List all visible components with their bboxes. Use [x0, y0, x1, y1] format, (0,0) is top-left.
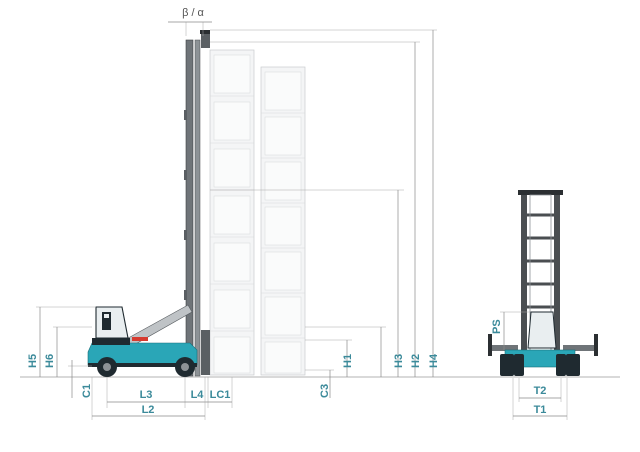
label-h6: H6: [44, 354, 56, 368]
label-lc1: LC1: [210, 389, 231, 401]
dimension-h6: H6: [44, 326, 92, 377]
label-l2: L2: [142, 404, 155, 416]
label-h5: H5: [27, 354, 39, 368]
dimension-l2: L2: [91, 377, 206, 420]
label-l3: L3: [140, 389, 153, 401]
dimension-c3: C3: [305, 369, 334, 398]
dimension-c1: C1: [68, 360, 93, 398]
dimension-h4: H4: [210, 29, 440, 377]
dimension-h1: H1: [305, 326, 386, 377]
container-stack-back: [260, 66, 306, 376]
dimension-l3: L3: [106, 377, 186, 408]
label-ps: PS: [491, 319, 503, 334]
label-l4: L4: [191, 389, 205, 401]
dimension-t1: T1: [512, 378, 568, 420]
front-mast-left-rail: [521, 193, 527, 355]
label-t2: T2: [534, 385, 547, 397]
front-mast-right-rail: [554, 193, 560, 355]
label-c3: C3: [319, 384, 331, 398]
label-h4: H4: [428, 353, 440, 368]
dimension-h2: H2: [210, 41, 422, 377]
dimension-beta-alpha: β / α: [168, 7, 212, 36]
cab: [95, 306, 129, 339]
dimension-ps: PS: [491, 311, 530, 350]
stack-front-panels: [213, 54, 251, 374]
front-view-machine: [488, 190, 598, 376]
label-beta-alpha: β / α: [182, 7, 204, 19]
label-t1: T1: [534, 404, 547, 416]
container-stack-front: [209, 49, 255, 376]
dimension-h3: H3: [210, 189, 405, 377]
dimension-lc1: LC1: [208, 377, 233, 408]
dimension-t2: T2: [518, 378, 562, 402]
label-h1: H1: [342, 354, 354, 368]
side-mast: [184, 30, 210, 377]
label-h2: H2: [410, 354, 422, 368]
dimension-l4: L4: [185, 377, 209, 408]
label-c1: C1: [81, 384, 93, 398]
dimension-h5: H5: [27, 306, 96, 377]
stack-back-panels: [264, 71, 302, 374]
red-badge: [132, 337, 148, 341]
side-machine: [87, 304, 198, 377]
front-mast-crossbars: [527, 213, 554, 309]
label-h3: H3: [393, 354, 405, 368]
